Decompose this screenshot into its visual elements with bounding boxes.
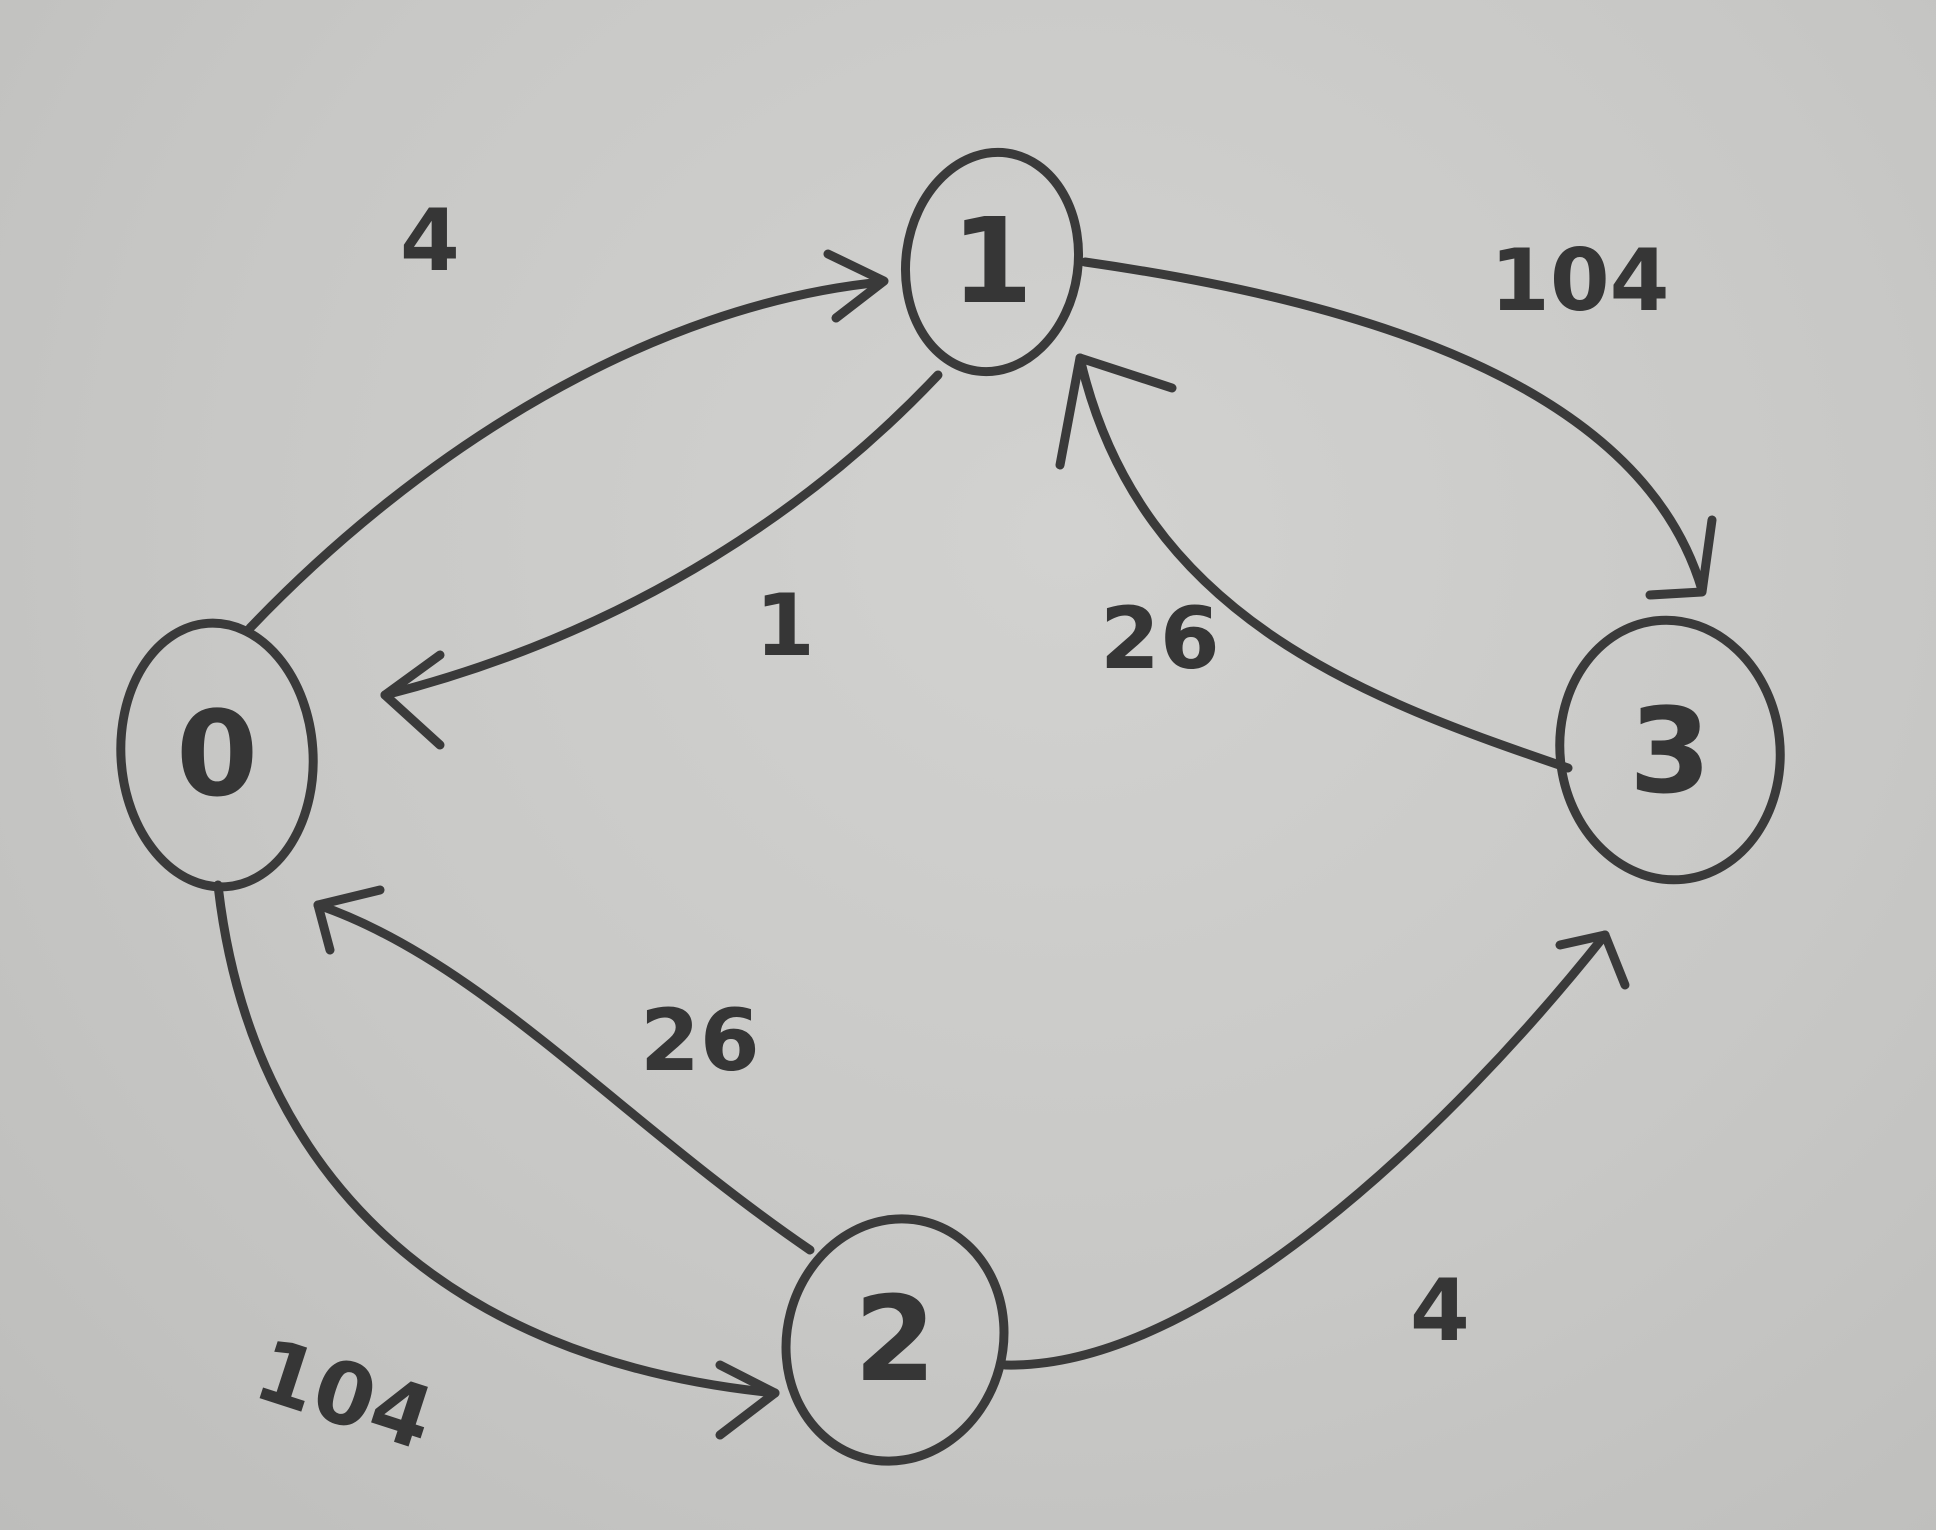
edge-line	[1000, 930, 1610, 1370]
edge-line	[1075, 353, 1573, 773]
node-label: 1	[951, 192, 1033, 330]
arrowhead-icon	[715, 1360, 780, 1440]
node-circle	[116, 618, 318, 892]
edge-weight-label: 104	[1490, 231, 1670, 331]
arrowhead-icon	[313, 885, 385, 955]
arrowhead-icon	[1555, 930, 1630, 990]
node-label: 2	[854, 1270, 936, 1408]
edge-2-to-3: 4	[1000, 930, 1630, 1370]
node-label: 0	[176, 685, 258, 823]
edge-weight-label: 4	[400, 191, 460, 291]
edge-2-to-0: 26	[313, 885, 815, 1255]
node-3: 3	[1555, 615, 1785, 885]
edge-line	[213, 880, 780, 1398]
edge-0-to-1: 4	[245, 191, 889, 633]
edge-weight-label: 26	[640, 991, 760, 1091]
edge-0-to-2: 104	[213, 880, 780, 1471]
node-1: 1	[900, 147, 1084, 377]
node-2: 2	[781, 1214, 1009, 1466]
edge-weight-label: 4	[1410, 1261, 1470, 1361]
edge-1-to-3: 104	[1080, 231, 1717, 600]
edge-line	[313, 900, 815, 1255]
node-circle	[1555, 615, 1785, 885]
arrowhead-icon	[1055, 353, 1177, 470]
arrowhead-icon	[1645, 515, 1717, 600]
edge-line	[1080, 257, 1707, 595]
node-0: 0	[116, 618, 318, 892]
edge-weight-label: 1	[755, 576, 815, 676]
arrowhead-icon	[823, 249, 889, 323]
node-label: 3	[1629, 682, 1711, 820]
edge-weight-label: 26	[1100, 589, 1220, 689]
arrowhead-icon	[380, 650, 445, 750]
edge-weight-label: 104	[244, 1320, 446, 1471]
edge-3-to-1: 26	[1055, 353, 1573, 773]
edge-line	[245, 277, 887, 633]
node-circle	[781, 1214, 1009, 1466]
node-circle	[900, 147, 1084, 377]
edge-1-to-0: 1	[380, 370, 943, 750]
edge-line	[380, 370, 943, 700]
